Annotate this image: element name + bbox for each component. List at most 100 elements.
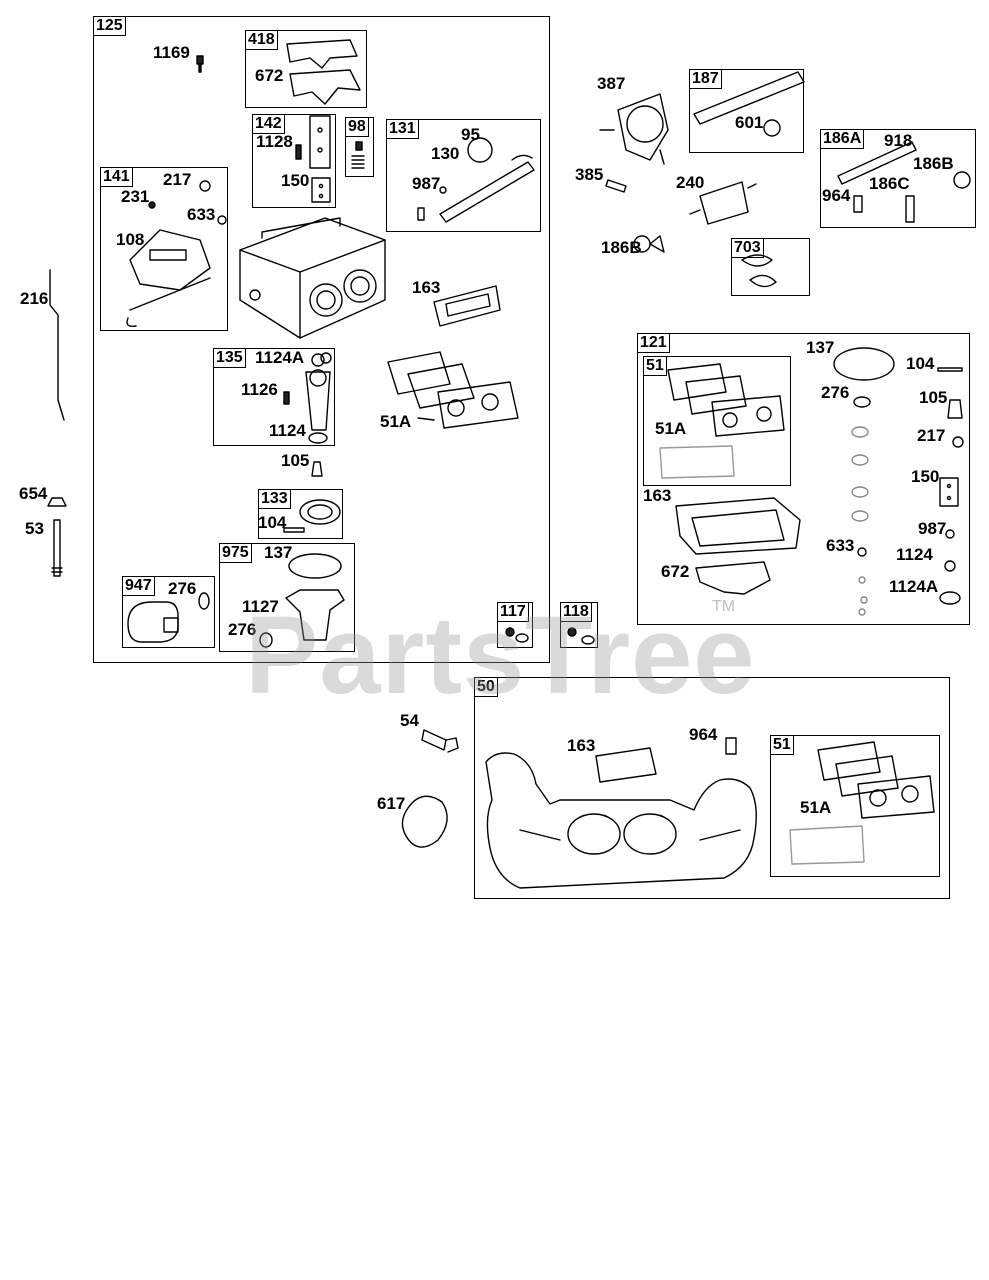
callout-633[interactable]: 633 (187, 205, 216, 224)
group-tag-418[interactable]: 418 (245, 30, 278, 50)
callout-51A[interactable]: 51A (655, 419, 687, 438)
stud-53-icon (51, 519, 63, 577)
group-tag-975[interactable]: 975 (219, 543, 252, 563)
callout-104[interactable]: 104 (906, 354, 935, 373)
callout-276[interactable]: 276 (228, 620, 257, 639)
callout-964[interactable]: 964 (689, 725, 718, 744)
group-box-51-upper (643, 356, 791, 486)
part-118-icon (567, 627, 595, 645)
group-tag-947[interactable]: 947 (122, 576, 155, 596)
group-tag-51-lower[interactable]: 51 (770, 735, 794, 755)
plug-1124-icon (944, 560, 956, 572)
callout-137[interactable]: 137 (806, 338, 835, 357)
callout-1126[interactable]: 1126 (241, 380, 278, 399)
oring-137-icon (833, 347, 895, 381)
group-tag-187[interactable]: 187 (689, 69, 722, 89)
callout-1169[interactable]: 1169 (153, 43, 190, 62)
gasket-617-icon (401, 795, 448, 848)
carburetor-body-icon (239, 217, 386, 339)
callout-137[interactable]: 137 (264, 543, 293, 562)
callout-51A[interactable]: 51A (800, 798, 832, 817)
needle-105b-icon (947, 399, 963, 419)
callout-130[interactable]: 130 (431, 144, 460, 163)
callout-104[interactable]: 104 (258, 513, 287, 532)
callout-918[interactable]: 918 (884, 131, 913, 150)
group-tag-135[interactable]: 135 (213, 348, 246, 368)
group-tag-131[interactable]: 131 (386, 119, 419, 139)
callout-1127[interactable]: 1127 (242, 597, 279, 616)
intake-manifold-50-icon (485, 752, 757, 889)
group-tag-186A[interactable]: 186A (820, 129, 865, 149)
callout-163[interactable]: 163 (643, 486, 672, 505)
group-tag-141[interactable]: 141 (100, 167, 133, 187)
group-tag-125[interactable]: 125 (93, 16, 126, 36)
plate-150-icon (295, 115, 331, 203)
callout-108[interactable]: 108 (116, 230, 145, 249)
callout-54[interactable]: 54 (400, 711, 419, 730)
callout-617[interactable]: 617 (377, 794, 406, 813)
group-tag-703[interactable]: 703 (731, 238, 764, 258)
fuel-pump-387-icon (599, 93, 669, 165)
group-box-187 (689, 69, 804, 153)
callout-387[interactable]: 387 (597, 74, 626, 93)
callout-150[interactable]: 150 (281, 171, 310, 190)
callout-633[interactable]: 633 (826, 536, 855, 555)
callout-217[interactable]: 217 (917, 426, 946, 445)
group-tag-133[interactable]: 133 (258, 489, 291, 509)
callout-217[interactable]: 217 (163, 170, 192, 189)
group-box-50 (474, 677, 950, 899)
group-tag-98[interactable]: 98 (345, 117, 369, 137)
callout-1124[interactable]: 1124 (896, 545, 933, 564)
callout-105[interactable]: 105 (919, 388, 948, 407)
callout-1124[interactable]: 1124 (269, 421, 306, 440)
callout-1128[interactable]: 1128 (256, 132, 293, 151)
callout-53[interactable]: 53 (25, 519, 44, 538)
callout-163[interactable]: 163 (567, 736, 596, 755)
callout-276[interactable]: 276 (821, 383, 850, 402)
callout-163[interactable]: 163 (412, 278, 441, 297)
group-box-51-lower (770, 735, 940, 877)
callout-51A[interactable]: 51A (380, 412, 412, 431)
bowl-975-icon (259, 553, 345, 648)
callout-654[interactable]: 654 (19, 484, 48, 503)
callout-672[interactable]: 672 (255, 66, 284, 85)
callout-1124A[interactable]: 1124A (889, 577, 939, 596)
callout-964[interactable]: 964 (822, 186, 851, 205)
solenoid-947-icon (127, 592, 210, 643)
bolt-54-icon (421, 729, 459, 753)
gasket-163c-icon (595, 747, 657, 783)
callout-987[interactable]: 987 (918, 519, 947, 538)
callout-216[interactable]: 216 (20, 289, 49, 308)
group-box-125 (93, 16, 550, 663)
group-tag-121[interactable]: 121 (637, 333, 670, 353)
callout-276[interactable]: 276 (168, 579, 197, 598)
callout-231[interactable]: 231 (121, 187, 150, 206)
group-tag-118[interactable]: 118 (560, 602, 592, 622)
part-117-icon (505, 627, 529, 643)
callout-1124A[interactable]: 1124A (255, 348, 305, 367)
group-tag-51-upper[interactable]: 51 (643, 356, 667, 376)
callout-95[interactable]: 95 (461, 125, 480, 144)
small-seals-icon (851, 426, 869, 616)
callout-987[interactable]: 987 (412, 174, 441, 193)
callout-672[interactable]: 672 (661, 562, 690, 581)
callout-385[interactable]: 385 (575, 165, 604, 184)
group-box-133 (258, 489, 343, 539)
callout-105[interactable]: 105 (281, 451, 310, 470)
callout-240[interactable]: 240 (676, 173, 705, 192)
callout-150[interactable]: 150 (911, 467, 940, 486)
group-tag-142[interactable]: 142 (252, 114, 285, 134)
choke-assembly-141-icon (126, 180, 227, 328)
callout-186B[interactable]: 186B (913, 154, 954, 173)
screw-1169-icon (196, 55, 204, 73)
group-box-947 (122, 576, 215, 648)
group-box-418 (245, 30, 367, 108)
group-tag-117[interactable]: 117 (497, 602, 529, 622)
screw-385-icon (605, 179, 627, 193)
callout-601[interactable]: 601 (735, 113, 764, 132)
callout-186C[interactable]: 186C (869, 174, 910, 193)
callout-186B[interactable]: 186B (601, 238, 642, 257)
group-tag-50[interactable]: 50 (474, 677, 498, 697)
